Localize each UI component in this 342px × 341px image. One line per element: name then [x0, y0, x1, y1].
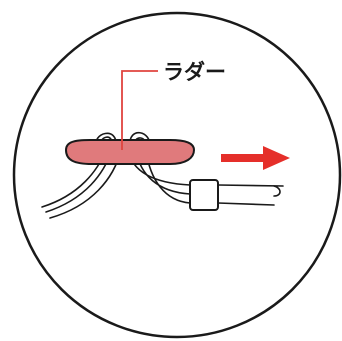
right-arrow-icon [221, 146, 290, 170]
ladder-shape [66, 140, 194, 164]
callout-label: ラダー [163, 60, 226, 84]
clip-sleeve [190, 180, 218, 210]
